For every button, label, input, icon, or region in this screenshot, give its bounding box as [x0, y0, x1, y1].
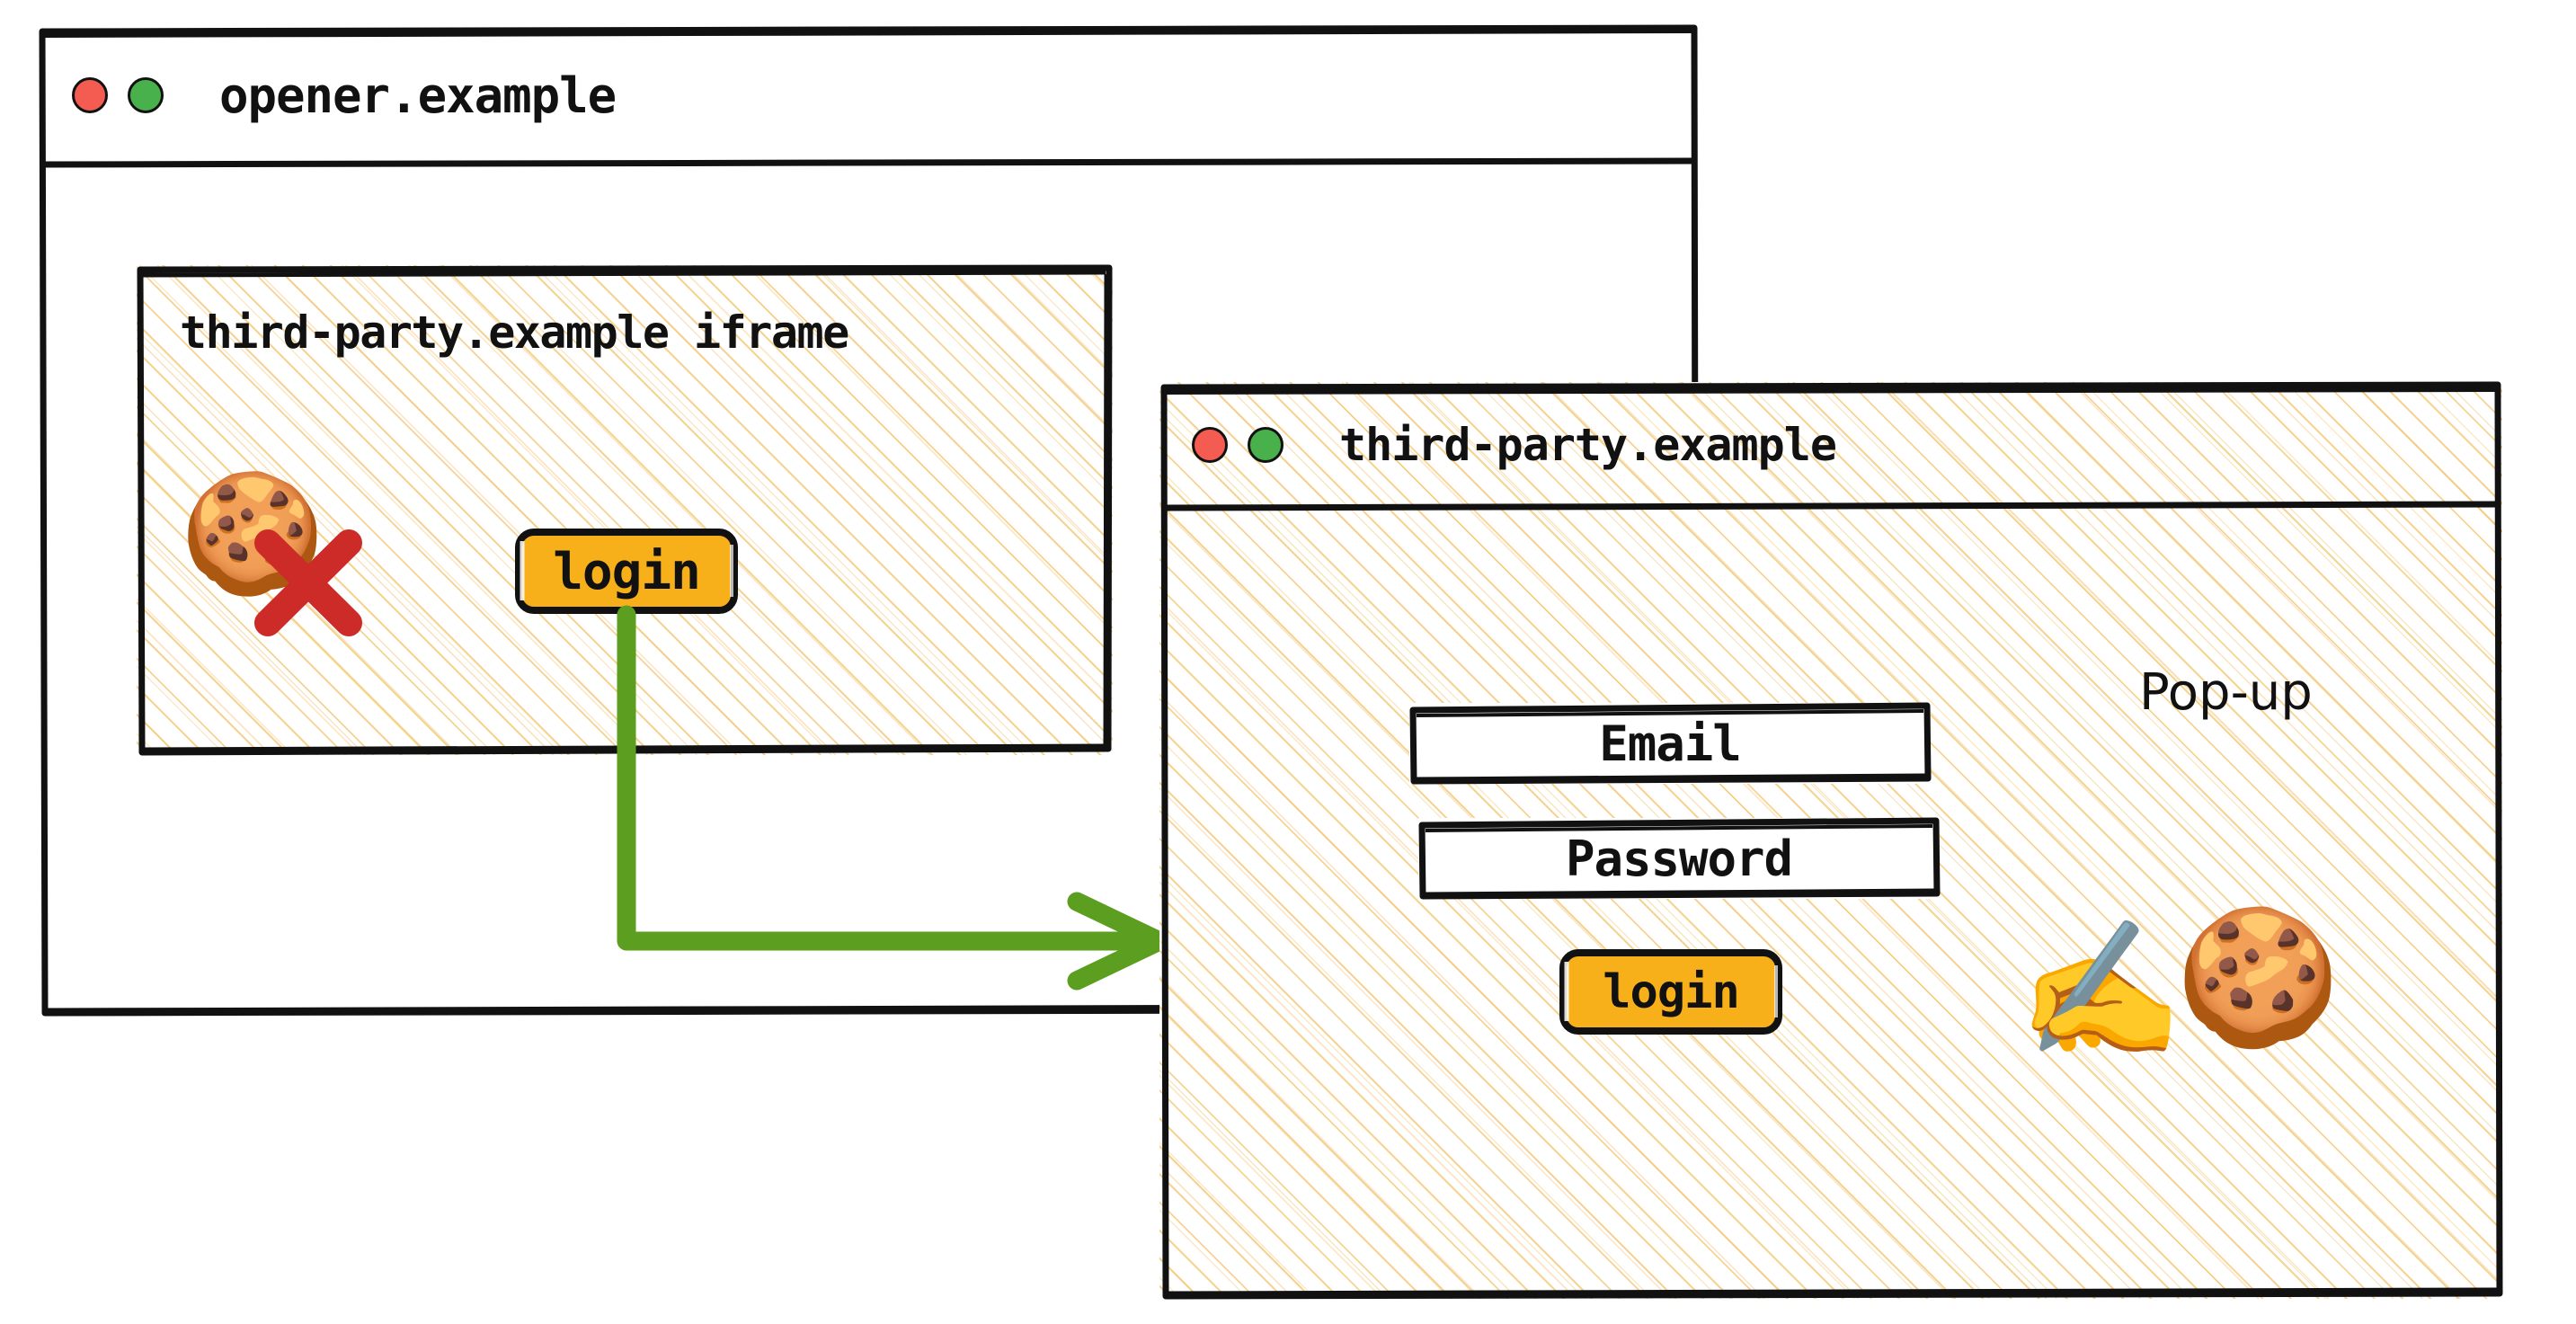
cookie-write-group: ✍️ 🍪	[2018, 903, 2377, 1092]
cross-mark-icon	[254, 529, 362, 636]
minimize-dot[interactable]	[128, 77, 164, 113]
iframe-login-button[interactable]: login	[514, 529, 739, 615]
opener-window-controls	[72, 77, 164, 113]
writing-hand-icon: ✍️	[2018, 912, 2184, 1067]
email-field-label: Email	[1599, 715, 1742, 772]
iframe-login-button-label: login	[553, 542, 701, 601]
popup-login-button-label: login	[1603, 965, 1740, 1019]
password-field[interactable]: Password	[1418, 817, 1941, 900]
close-dot[interactable]	[72, 77, 108, 113]
minimize-dot[interactable]	[1248, 427, 1284, 463]
iframe-title-label: third-party.example iframe	[180, 307, 849, 359]
popup-annotation-label: Pop-up	[2139, 663, 2313, 722]
email-field[interactable]: Email	[1409, 702, 1932, 785]
popup-titlebar: third-party.example	[1159, 382, 2502, 508]
popup-login-button[interactable]: login	[1559, 949, 1783, 1035]
popup-window-title: third-party.example	[1339, 419, 1837, 471]
opener-window-title: opener.example	[219, 67, 617, 124]
close-dot[interactable]	[1192, 427, 1228, 463]
blocked-cookie-group: 🍪	[180, 475, 373, 641]
cookie-icon: 🍪	[2175, 900, 2341, 1054]
popup-window-controls	[1192, 427, 1284, 463]
opener-titlebar: opener.example	[40, 26, 1699, 164]
password-field-label: Password	[1565, 830, 1793, 887]
